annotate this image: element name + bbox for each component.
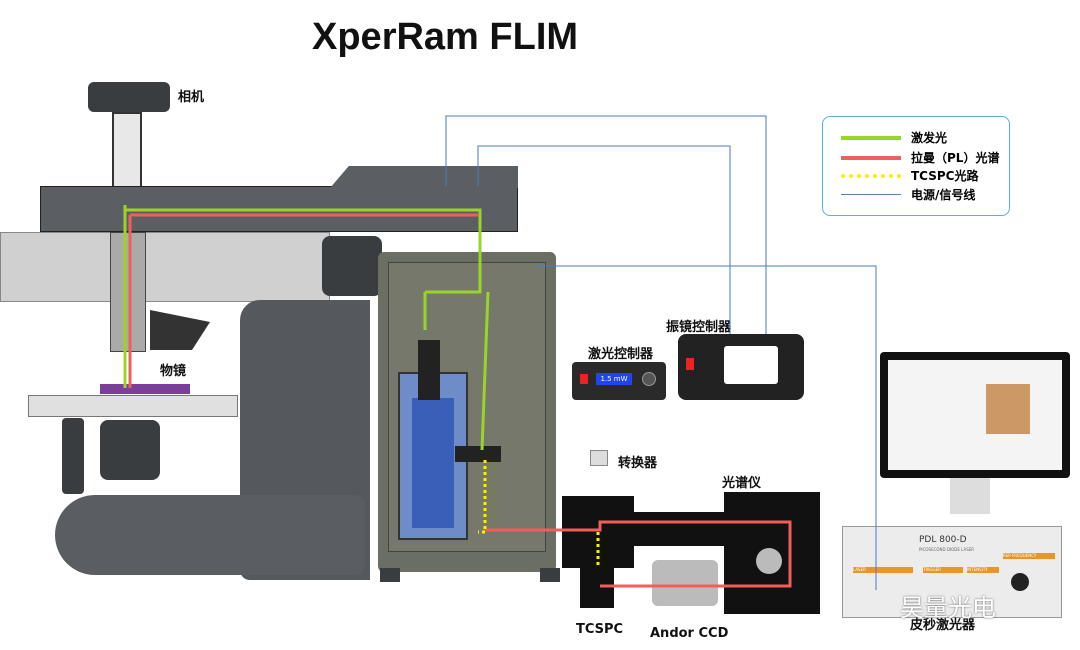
objective-label: 物镜 — [160, 364, 187, 379]
legend-item-power: 电源/信号线 — [841, 186, 975, 203]
legend-item-raman: 拉曼（PL）光谱 — [841, 149, 999, 166]
camera-label: 相机 — [178, 90, 205, 105]
picosecond-laser: PDL 800-D PICOSECOND DIODE LASER LASER T… — [842, 526, 1062, 618]
laser-controller: 1.5 mW — [572, 362, 666, 400]
laser-controller-label: 激光控制器 — [588, 347, 654, 362]
power-signal-lines — [445, 115, 877, 590]
spectrometer-label: 光谱仪 — [722, 476, 762, 491]
raman-beam — [128, 213, 792, 588]
tcspc-label: TCSPC — [576, 622, 624, 637]
excitation-beam — [123, 205, 490, 451]
legend: 激发光 拉曼（PL）光谱 TCSPC光路 电源/信号线 — [822, 116, 1010, 216]
page-title: XperRam FLIM — [312, 16, 579, 58]
ps-laser-label: 皮秒激光器 — [910, 618, 976, 633]
converter-label: 转换器 — [618, 456, 658, 471]
tcspc-path — [478, 460, 600, 568]
legend-item-tcspc: TCSPC光路 — [841, 167, 978, 184]
laser-power-display: 1.5 mW — [596, 373, 632, 385]
legend-item-excitation: 激发光 — [841, 129, 947, 146]
galvo-controller — [678, 334, 804, 400]
galvo-controller-label: 振镜控制器 — [666, 320, 732, 335]
ccd-label: Andor CCD — [650, 626, 729, 641]
watermark: 昊量光电 — [900, 594, 996, 622]
